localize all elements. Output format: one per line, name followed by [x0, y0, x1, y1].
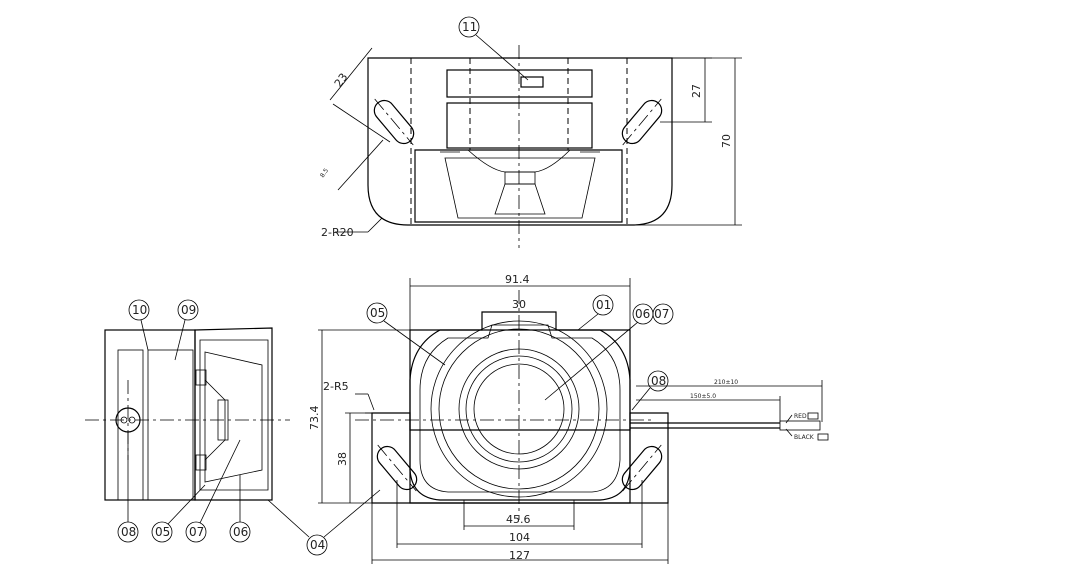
top-frame-inner — [444, 157, 596, 219]
side-voice-coil — [217, 399, 229, 441]
side-tab — [195, 454, 207, 471]
top-slot-left — [373, 98, 415, 146]
side-connector-pin — [120, 416, 128, 424]
side-inner-mid — [147, 349, 194, 501]
callout-leader — [544, 321, 639, 401]
dim-734: 73.4 — [308, 406, 321, 431]
callout-front-04: 04 — [310, 538, 325, 552]
callout-bubble — [128, 299, 150, 321]
dim-23-line — [329, 47, 373, 101]
side-connector-pin — [128, 416, 136, 424]
dim-23: 23 — [332, 71, 351, 90]
callout-side-08: 08 — [121, 525, 136, 539]
dim-radius: 2-R20 — [321, 226, 354, 239]
callout-leader — [167, 484, 206, 525]
callout-bubble — [366, 302, 388, 324]
side-inner-left — [117, 349, 144, 501]
front-body-outline — [409, 311, 631, 501]
callout-leader — [267, 499, 310, 538]
wire-red-leader — [785, 414, 793, 424]
callout-leader — [475, 34, 529, 81]
callout-front-06-07: 06 07 — [635, 307, 669, 321]
callout-leader — [577, 313, 599, 331]
callout-leader — [199, 439, 241, 524]
callout-side-07: 07 — [189, 525, 204, 539]
front-body-inner — [419, 324, 621, 493]
dim-38: 38 — [336, 452, 349, 466]
front-view: 91.4 30 73.4 38 2-R5 45.6 104 127 2 — [267, 273, 829, 564]
dim-23-ext — [332, 103, 391, 143]
wire-red-label: RED — [794, 413, 807, 420]
callout-11: 11 — [462, 20, 477, 34]
side-tab — [195, 369, 207, 386]
dim-30: 30 — [512, 298, 526, 311]
callout-bubble — [185, 521, 207, 543]
callout-side-06: 06 — [233, 525, 248, 539]
wire-end — [779, 420, 821, 431]
callout-bubble — [647, 370, 669, 392]
side-magnet — [204, 379, 226, 461]
side-body — [104, 329, 196, 501]
side-frame — [194, 327, 273, 501]
dim-r5-leader — [367, 393, 375, 411]
side-view: 10 09 08 05 07 06 — [85, 299, 290, 543]
dim-27: 27 — [690, 84, 703, 98]
front-ring-2 — [438, 328, 600, 490]
callout-leader — [140, 319, 149, 351]
dim-456: 45.6 — [506, 513, 531, 526]
wire-black-label: BLACK — [794, 434, 815, 441]
dim-r5: 2-R5 — [323, 380, 349, 393]
dim-150: 150±5.0 — [690, 393, 716, 400]
callout-09: 09 — [181, 303, 196, 317]
callout-leader — [174, 319, 186, 361]
dim-slot-line — [337, 139, 384, 191]
dim-127: 127 — [509, 549, 530, 562]
callout-side-05: 05 — [155, 525, 170, 539]
callout-leader — [323, 489, 381, 538]
side-cone — [204, 351, 263, 483]
callout-front-01: 01 — [596, 298, 611, 312]
dim-104: 104 — [509, 531, 530, 544]
wire-black-marker — [817, 433, 829, 441]
front-ring-4 — [465, 355, 573, 463]
callout-bubble — [592, 294, 614, 316]
top-pole — [494, 183, 546, 215]
callout-leader — [383, 320, 446, 366]
callout-10: 10 — [132, 303, 147, 317]
callout-bubble — [458, 16, 480, 38]
dim-slot: 8.5 — [319, 167, 330, 179]
wire-red-marker — [807, 412, 819, 420]
wire-black-leader — [785, 428, 793, 437]
top-slot-right — [621, 98, 663, 146]
side-frame-inner — [199, 339, 269, 491]
dim-r20-leader — [367, 217, 383, 233]
dim-210: 210±10 — [714, 379, 738, 386]
front-slot-right — [621, 444, 663, 492]
front-ring-5 — [473, 363, 565, 455]
front-ring-3 — [458, 348, 580, 470]
callout-front-05: 05 — [370, 306, 385, 320]
top-voice-coil — [504, 171, 536, 185]
callout-bubble — [652, 303, 674, 325]
callout-bubble — [177, 299, 199, 321]
dim-70: 70 — [720, 134, 733, 148]
callout-bubble — [151, 521, 173, 543]
top-terminal-block — [446, 69, 593, 98]
callout-front-08: 08 — [651, 374, 666, 388]
callout-leader — [631, 387, 651, 411]
top-magnet-block — [446, 102, 593, 149]
top-view: 23 8.5 27 70 2-R20 11 — [319, 16, 742, 248]
top-terminal — [520, 76, 544, 88]
front-slot-left — [376, 444, 418, 492]
callout-bubble — [306, 534, 328, 556]
dim-914: 91.4 — [505, 273, 530, 286]
top-frame — [414, 149, 623, 223]
front-ring-1 — [430, 320, 608, 498]
